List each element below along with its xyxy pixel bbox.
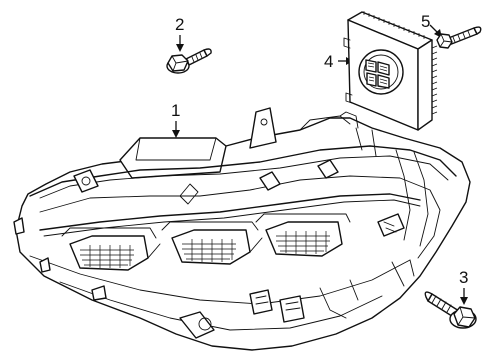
bolt-top-icon <box>166 48 212 74</box>
callout-5-label: 5 <box>421 12 430 31</box>
callout-4-label: 4 <box>324 52 333 71</box>
bolt-bottom-icon <box>424 291 477 329</box>
control-module-icon <box>343 11 438 131</box>
callout-5: 5 <box>421 12 442 38</box>
callout-2: 2 <box>175 15 184 52</box>
headlamp-assembly-icon <box>13 107 471 351</box>
callout-2-label: 2 <box>175 15 184 34</box>
callout-3: 3 <box>459 268 468 305</box>
callout-1: 1 <box>171 101 180 138</box>
screw-icon <box>436 26 482 49</box>
callout-3-label: 3 <box>459 268 468 287</box>
callout-1-label: 1 <box>171 101 180 120</box>
